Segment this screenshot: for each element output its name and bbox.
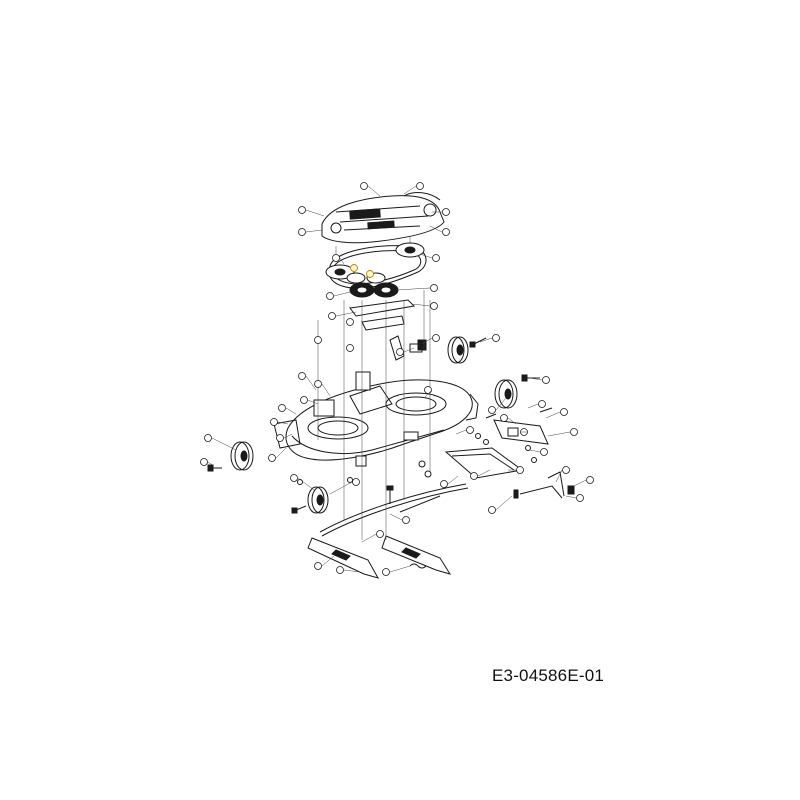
lift-rod	[519, 471, 565, 499]
idler-arm-bracket	[349, 299, 427, 361]
anti-scalp-rail	[319, 483, 469, 537]
blade-right	[381, 535, 452, 575]
discharge-chute	[444, 447, 524, 479]
gauge-wheel-lower	[307, 486, 329, 514]
pulley-center-right	[373, 282, 399, 298]
blade-spring	[409, 563, 427, 569]
pulley-left	[325, 264, 355, 280]
idler-pulley	[346, 272, 386, 284]
hardware	[207, 337, 575, 514]
gauge-wheel-left	[230, 441, 254, 471]
blade-left	[307, 537, 380, 579]
gauge-wheel-right	[494, 379, 518, 409]
callout-balloons	[200, 182, 594, 576]
pulley-right	[395, 242, 425, 258]
mower-deck-housing	[273, 371, 479, 467]
pulley-center-left	[349, 282, 375, 298]
drawing-code-label: E3-04586E-01	[492, 666, 605, 685]
callout-leaders	[207, 185, 587, 573]
gauge-wheel-upper-right	[447, 336, 469, 364]
belt-cover	[321, 192, 445, 244]
drive-belt	[328, 245, 427, 289]
